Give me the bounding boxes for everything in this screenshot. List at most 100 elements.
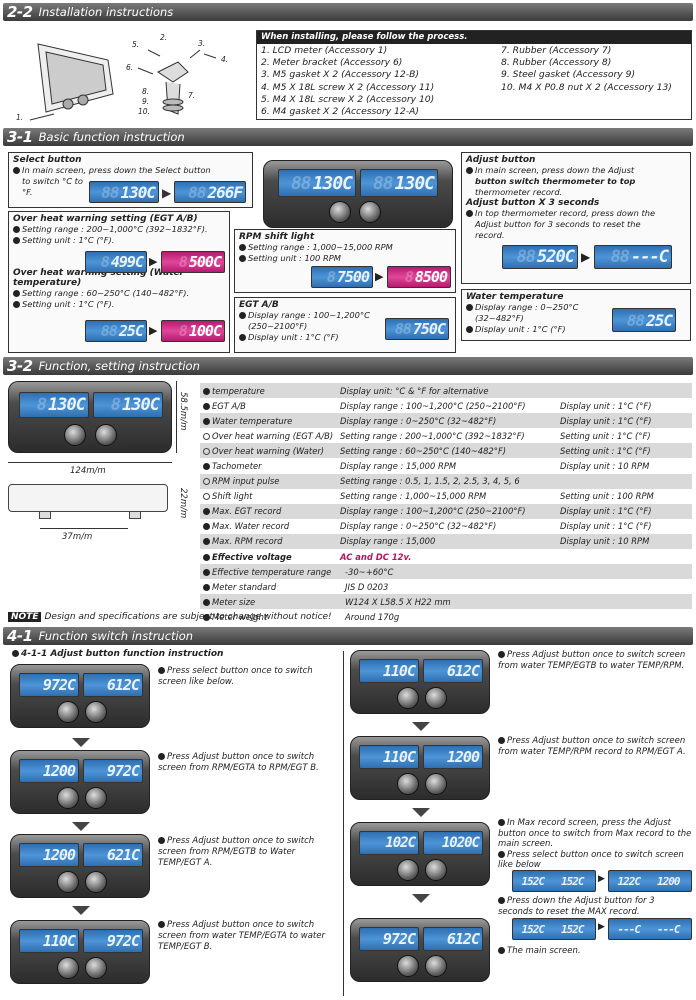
egt-ab-box: EGT A/B Display range : 100~1,200°C (250… xyxy=(234,297,456,353)
adjust-knob[interactable] xyxy=(85,787,107,809)
bullet-icon xyxy=(498,651,505,658)
step-text: Press Adjust button once to switch scree… xyxy=(498,736,686,757)
bullet-icon xyxy=(203,508,210,516)
spec-row: Over heat warning (EGT A/B)Setting range… xyxy=(200,428,692,443)
max-record-text: In Max record screen, press the Adjust b… xyxy=(498,818,692,870)
bullet-icon xyxy=(12,650,19,657)
select-knob xyxy=(64,424,86,446)
select-knob[interactable] xyxy=(57,701,79,723)
lcd-step: 621C xyxy=(83,843,143,867)
bullet-icon xyxy=(203,493,210,501)
adjust-knob[interactable] xyxy=(425,687,447,709)
step-text: Press select button once to switch scree… xyxy=(158,666,313,687)
lcd-step: 972C xyxy=(19,673,79,697)
install-diagram: 5. 6. 3. 2. 4. 1. 8. 7. 9. 10. xyxy=(8,32,253,124)
part-8: 8. Rubber (Accessory 8) xyxy=(501,57,612,69)
lcd-step: 110C xyxy=(359,745,419,769)
select-knob[interactable] xyxy=(57,871,79,893)
select-knob[interactable] xyxy=(57,957,79,979)
bullet-icon xyxy=(466,326,473,333)
bullet-icon xyxy=(498,897,505,904)
select-knob[interactable] xyxy=(397,773,419,795)
callout-1: 1. xyxy=(16,113,23,122)
callout-4: 4. xyxy=(221,55,228,64)
select-knob[interactable] xyxy=(397,859,419,881)
reset-text: Press down the Adjust button for 3 secon… xyxy=(498,896,655,917)
dim-height-label: 58.5m/m xyxy=(178,392,188,431)
callout-7: 7. xyxy=(188,91,195,100)
adjust-knob[interactable] xyxy=(85,701,107,723)
select-knob[interactable] xyxy=(329,201,351,223)
mount-post xyxy=(39,511,51,519)
adjust-knob[interactable] xyxy=(359,201,381,223)
install-header: When installing, please follow the proce… xyxy=(257,31,691,44)
adjust-knob[interactable] xyxy=(425,773,447,795)
part-2: 2. Meter bracket (Accessory 6) xyxy=(261,57,403,69)
select-knob[interactable] xyxy=(397,955,419,977)
callout-6: 6. xyxy=(126,63,133,72)
callout-2: 2. xyxy=(160,33,167,42)
bullet-icon xyxy=(498,947,505,954)
dim-depth-label: 22m/m xyxy=(178,488,188,519)
part-5: 5. M4 X 18L screw X 2 (Accessory 10) xyxy=(261,93,435,105)
bullet-icon xyxy=(203,568,210,576)
arrow-right-icon: ▶ xyxy=(581,250,591,264)
bullet-icon xyxy=(203,553,210,561)
step-meter: 972C 612C xyxy=(350,918,490,982)
mini-lcd-d: ---C---C xyxy=(608,918,692,940)
section-header-4-1: 4-1 Function switch instruction xyxy=(3,627,693,645)
bullet-icon xyxy=(203,432,210,440)
select-knob[interactable] xyxy=(57,787,79,809)
arrow-right-icon: ▶ xyxy=(162,186,172,200)
bullet-icon xyxy=(13,301,20,308)
adjust-knob[interactable] xyxy=(425,955,447,977)
bullet-icon xyxy=(203,447,210,455)
section-header-2-2: 2-2 Installation instructions xyxy=(3,3,693,21)
arrow-down-icon xyxy=(412,722,430,731)
bullet-icon xyxy=(158,837,165,844)
adjust-knob[interactable] xyxy=(85,957,107,979)
rpm-shift-box: RPM shift light Setting range : 1,000~15… xyxy=(234,229,456,293)
lcd-step: 1200 xyxy=(423,745,483,769)
adjust-knob[interactable] xyxy=(85,871,107,893)
adjust-button-box: Adjust button In main screen, press down… xyxy=(461,152,691,284)
lcd-step: 110C xyxy=(19,929,79,953)
bullet-icon xyxy=(203,583,210,591)
select-knob[interactable] xyxy=(397,687,419,709)
adjust-knob[interactable] xyxy=(425,859,447,881)
lcd-step: 972C xyxy=(83,929,143,953)
note-line: NOTE Design and specifications are subje… xyxy=(8,612,332,622)
lcd-step: 1020C xyxy=(423,831,483,855)
bullet-icon xyxy=(203,523,210,531)
callout-9: 9. xyxy=(142,97,149,106)
bullet-icon xyxy=(158,921,165,928)
bullet-icon xyxy=(239,312,246,319)
note-text: Design and specifications are subject to… xyxy=(44,612,332,622)
step-text: Press Adjust button once to switch scree… xyxy=(158,920,325,952)
dim-width-label: 124m/m xyxy=(70,466,106,476)
bullet-icon xyxy=(203,598,210,606)
arrow-right-icon: ▶ xyxy=(149,255,158,268)
step-text: Press Adjust button once to switch scree… xyxy=(158,752,319,773)
install-list-right: 7. Rubber (Accessory 7) 8. Rubber (Acces… xyxy=(501,45,672,118)
